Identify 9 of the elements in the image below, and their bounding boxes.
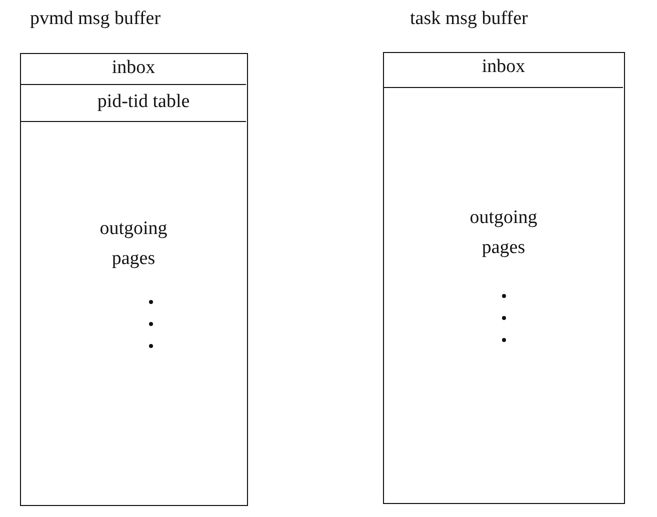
- buffer-box: [383, 52, 625, 504]
- buffer-heading: task msg buffer: [410, 8, 528, 30]
- area-label: outgoing pages: [98, 217, 168, 271]
- buffer-section: inbox: [384, 53, 623, 88]
- area-label: outgoing pages: [468, 206, 538, 260]
- buffer-heading: pvmd msg buffer: [30, 8, 161, 30]
- buffer-box: [20, 53, 248, 506]
- buffer-section: pid-tid table: [21, 88, 246, 122]
- buffer-section: inbox: [21, 54, 246, 85]
